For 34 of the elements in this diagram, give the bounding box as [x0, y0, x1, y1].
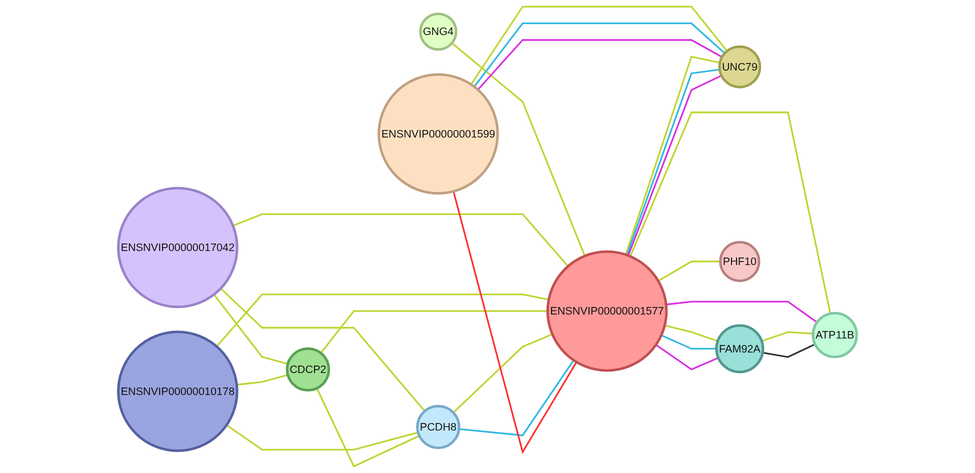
node-circle: ENSNVIP00000001599 [378, 73, 499, 195]
connector [226, 424, 418, 450]
node-circle: ENSNVIP00000010178 [117, 330, 238, 452]
connector [761, 331, 814, 342]
connector [470, 6, 728, 85]
connector [452, 191, 578, 454]
connector [216, 294, 549, 348]
connector [220, 288, 426, 412]
connector [658, 260, 720, 282]
connector [660, 334, 716, 350]
connector [666, 300, 818, 323]
connector [232, 213, 569, 267]
node-circle: PHF10 [719, 240, 760, 282]
node-circle: CDCP2 [286, 347, 330, 392]
node-circle: GNG4 [419, 12, 458, 51]
node-circle: ATP11B [812, 312, 858, 358]
connector [458, 360, 574, 436]
connector [452, 333, 553, 414]
connector [236, 374, 288, 386]
connector [655, 344, 719, 370]
connector [213, 294, 288, 365]
connector [316, 388, 420, 468]
node-circle: ENSNVIP00000017042 [117, 186, 238, 308]
connector [630, 112, 832, 314]
connector [474, 22, 726, 88]
node-circle: ENSNVIP00000001577 [546, 250, 668, 372]
connector [477, 39, 722, 90]
connector [320, 310, 548, 354]
connector [451, 42, 586, 256]
connector [664, 324, 718, 342]
node-circle: FAM92A [715, 324, 764, 374]
node-circle: PCDH8 [416, 404, 460, 450]
node-circle: UNC79 [718, 45, 762, 88]
connector [762, 344, 816, 358]
